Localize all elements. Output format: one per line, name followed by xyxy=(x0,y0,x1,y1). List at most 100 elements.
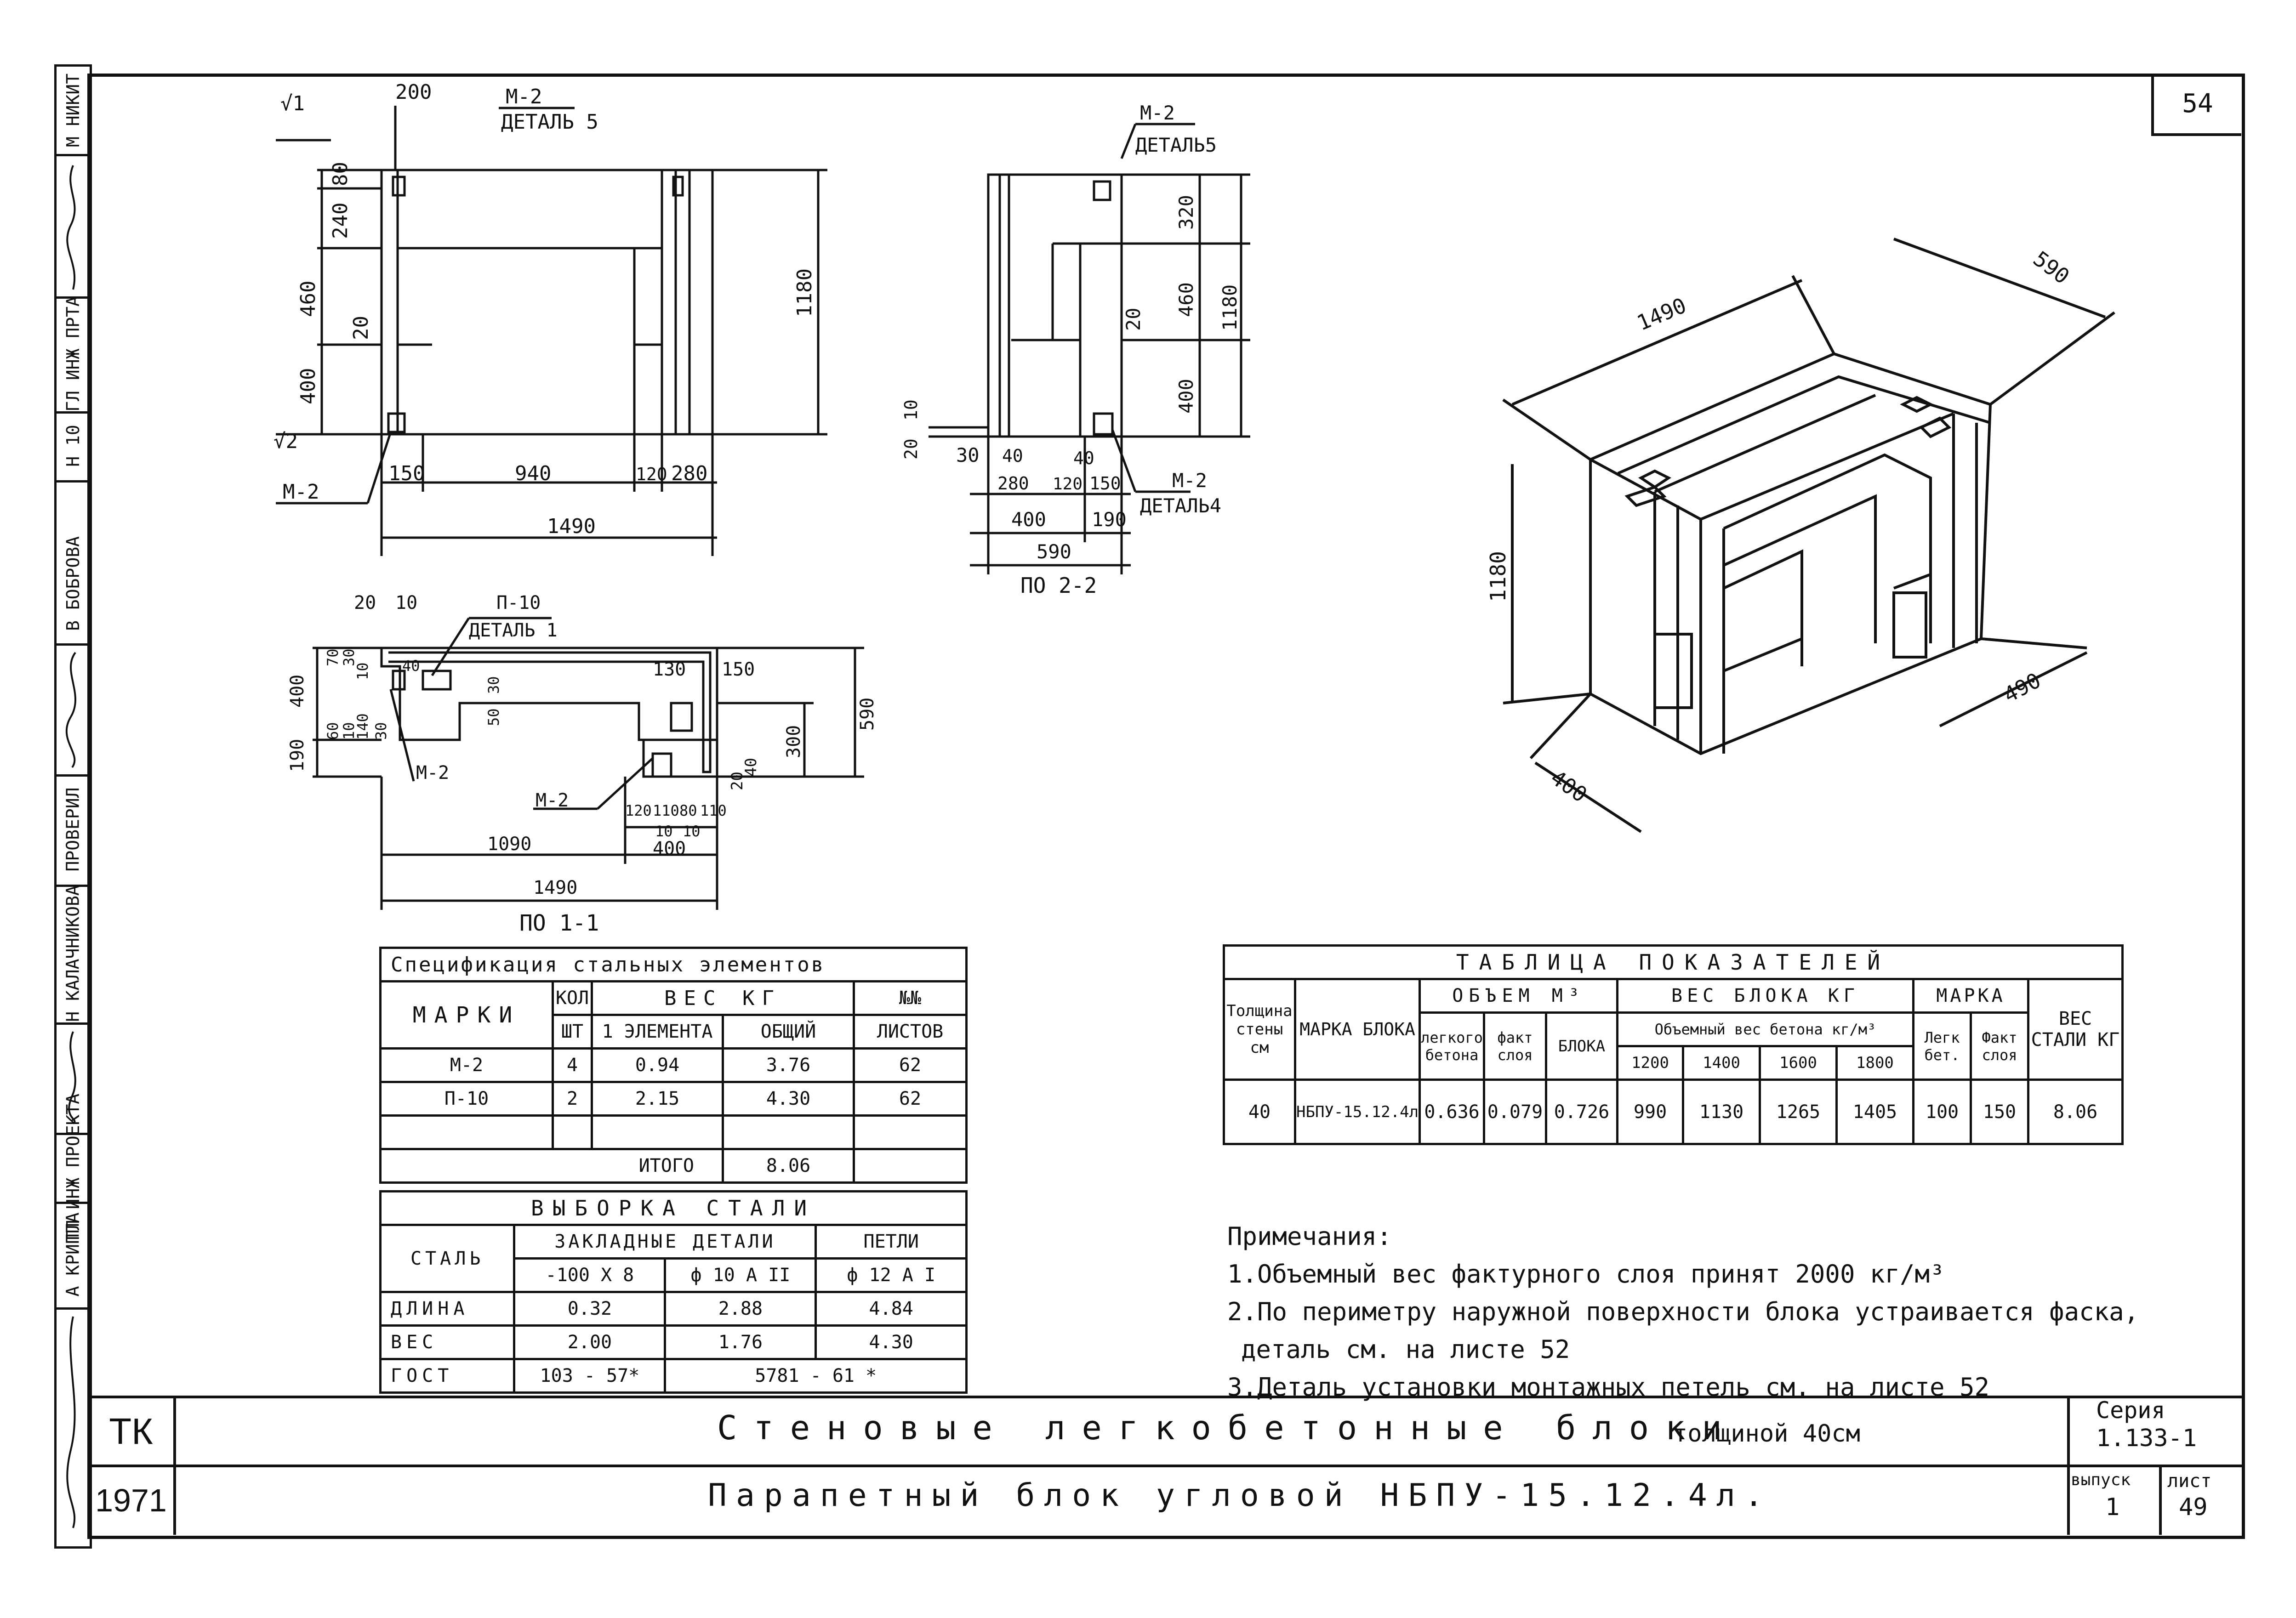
callout-m2-top: М-2 xyxy=(506,85,542,108)
dim-80: 80 xyxy=(329,162,352,186)
dim-150-s2: 150 xyxy=(1089,473,1121,494)
dim-300: 300 xyxy=(783,725,804,758)
dim-30-i: 30 xyxy=(485,676,502,694)
dim-30: 30 xyxy=(956,444,980,466)
dim-20: 20 xyxy=(349,316,373,340)
spec-h-qty2: ШТ xyxy=(552,1014,593,1050)
plan-1-1-label: ПО 1-1 xyxy=(519,910,599,936)
ind-h-vol-fact: факт слоя xyxy=(1482,1011,1547,1081)
table-row: ГОСТ 103 - 57* 5781 - 61 * xyxy=(379,1358,968,1394)
spec-h-weight: ВЕС КГ xyxy=(591,980,855,1016)
table-row: ДЛИНА 0.32 2.88 4.84 xyxy=(379,1291,968,1327)
ind-h-volume: ОБЪЕМ М³ xyxy=(1419,978,1618,1014)
title-line-1: Стеновые легкобетонные блоки xyxy=(717,1408,1738,1447)
sheet-value: 49 xyxy=(2179,1493,2208,1521)
steel-table: ВЫБОРКА СТАЛИ СТАЛЬ ЗАКЛАДНЫЕ ДЕТАЛИ ПЕТ… xyxy=(379,1190,968,1394)
sheet-label: лист xyxy=(2167,1470,2212,1492)
dim-1180-s2: 1180 xyxy=(1219,284,1241,331)
table-row: ВЕС 2.00 1.76 4.30 xyxy=(379,1324,968,1360)
spec-h-per: 1 ЭЛЕМЕНТА xyxy=(591,1014,724,1050)
dim-400-p: 400 xyxy=(653,838,686,859)
spec-table: Спецификация стальных элементов МАРКИ КО… xyxy=(379,947,968,1184)
dim-30-plan: 30 xyxy=(340,648,358,666)
dim-400-s2: 400 xyxy=(1175,379,1197,414)
ind-h-steel: ВЕС СТАЛИ КГ xyxy=(2027,978,2124,1081)
ind-h-grade: МАРКА xyxy=(1912,978,2029,1014)
iso-dim-490: 490 xyxy=(2000,668,2045,708)
table-row: П-10 2 2.15 4.30 62 xyxy=(379,1081,968,1117)
dim-60: 60 xyxy=(324,722,342,740)
table-total-row: ИТОГО 8.06 xyxy=(379,1148,968,1184)
dim-70: 70 xyxy=(324,648,342,666)
dim-280-s2: 280 xyxy=(997,473,1029,494)
note-3: 3.Деталь установки монтажных петель см. … xyxy=(1227,1373,1990,1402)
dim-110-p2: 110 xyxy=(700,802,727,819)
ind-title: ТАБЛИЦА ПОКАЗАТЕЛЕЙ xyxy=(1223,944,2124,980)
dim-940: 940 xyxy=(515,462,551,485)
spec-h-sheets1: №№ xyxy=(853,980,968,1016)
callout-m2-bottom: М-2 xyxy=(283,480,319,504)
steel-h-loops: ПЕТЛИ xyxy=(815,1224,968,1260)
callout-s2-bottom-sub: ДЕТАЛЬ4 xyxy=(1140,494,1221,517)
ind-h-weight-sub: Объемный вес бетона кг/м³ xyxy=(1616,1011,1915,1047)
dim-590-s2: 590 xyxy=(1037,540,1071,563)
ind-h-weight: ВЕС БЛОКА КГ xyxy=(1616,978,1915,1014)
dim-10-left: 10 xyxy=(901,399,921,420)
dim-190-plan: 190 xyxy=(287,739,308,772)
issue-label: выпуск xyxy=(2071,1470,2131,1489)
ind-h-mark: МАРКА БЛОКА xyxy=(1293,978,1421,1081)
notes: Примечания: 1.Объемный вес фактурного сл… xyxy=(1227,1218,2139,1406)
steel-title: ВЫБОРКА СТАЛИ xyxy=(379,1190,968,1226)
signature-icon xyxy=(66,165,76,290)
iso-dim-1490: 1490 xyxy=(1633,293,1690,335)
ind-h-d1400: 1400 xyxy=(1682,1045,1761,1081)
ind-h-grade-light: Легк бет. xyxy=(1912,1011,1972,1081)
series-value: 1.133-1 xyxy=(2096,1425,2197,1452)
dim-150: 150 xyxy=(388,462,425,485)
callout-m2-top-sub: ДЕТАЛЬ 5 xyxy=(501,110,598,134)
title-line-1-suffix: толщиной 40см xyxy=(1673,1420,1860,1448)
dim-1180: 1180 xyxy=(793,268,816,317)
dim-140: 140 xyxy=(354,713,371,740)
dim-110-p: 110 xyxy=(653,802,679,819)
ind-h-d1200: 1200 xyxy=(1616,1045,1685,1081)
dim-280: 280 xyxy=(671,462,707,485)
ind-h-d1600: 1600 xyxy=(1759,1045,1838,1081)
dim-150-plan: 150 xyxy=(722,659,755,680)
notes-heading: Примечания: xyxy=(1227,1222,1392,1251)
dim-120: 120 xyxy=(636,464,667,484)
dim-10-p3: 10 xyxy=(683,823,701,840)
spec-h-total: ОБЩИЙ xyxy=(722,1014,855,1050)
dim-30-b: 30 xyxy=(372,722,390,740)
dim-40-r: 40 xyxy=(742,758,760,777)
dim-130: 130 xyxy=(653,659,686,680)
isometric-view xyxy=(1502,238,2115,833)
steel-h-c3: ф 12 А I xyxy=(815,1257,968,1293)
note-2-cont: деталь см. на листе 52 xyxy=(1241,1335,1570,1364)
dim-50: 50 xyxy=(485,708,502,726)
ind-h-grade-fact: Факт слоя xyxy=(1970,1011,2029,1081)
steel-h-c1: -100 X 8 xyxy=(513,1257,667,1293)
steel-h-c2: ф 10 А II xyxy=(664,1257,817,1293)
ind-h-vol-light: легкого бетона xyxy=(1419,1011,1485,1081)
dim-400-plan: 400 xyxy=(287,675,308,708)
dim-40-plan: 40 xyxy=(402,657,420,675)
level-mark-2: √2 xyxy=(273,430,298,453)
front-view xyxy=(276,106,827,556)
spec-h-marks: МАРКИ xyxy=(379,980,554,1050)
table-row: М-2 4 0.94 3.76 62 xyxy=(379,1047,968,1083)
dim-400-bot: 400 xyxy=(1011,508,1046,531)
dim-320: 320 xyxy=(1175,195,1197,230)
dim-460: 460 xyxy=(296,281,320,317)
dim-20-plan: 20 xyxy=(354,592,376,613)
signature-icon xyxy=(65,652,76,768)
dim-1090: 1090 xyxy=(487,834,531,855)
dim-40-b: 40 xyxy=(1073,448,1094,468)
dim-20-left: 20 xyxy=(901,438,921,460)
spec-h-sheets2: ЛИСТОВ xyxy=(853,1014,968,1050)
ind-h-thickness: Толщина стены см xyxy=(1223,978,1296,1081)
title-line-2: Парапетный блок угловой НБПУ-15.12.4л. xyxy=(708,1477,1772,1514)
signature-icon xyxy=(66,1316,76,1528)
org-code: ТК xyxy=(109,1411,153,1452)
side-stamp: М НИКИТ ГЛ ИНЖ ПРТА Н 10 В БОБРОВА ПРОВЕ… xyxy=(54,64,92,1549)
